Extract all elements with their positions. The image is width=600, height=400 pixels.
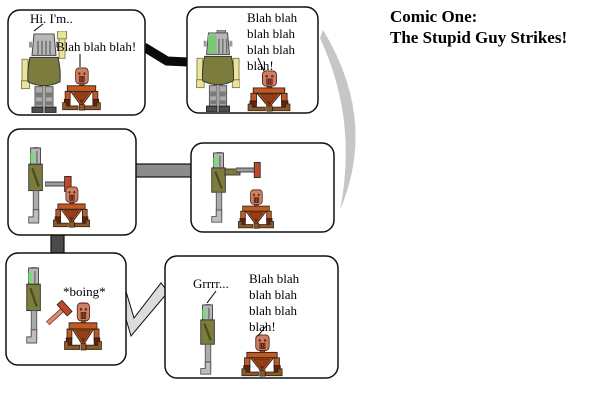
panel1-guy-speech: Hi. I'm.. <box>30 11 73 26</box>
panel6-guy-speech: Grrrr... <box>193 276 229 291</box>
panel2-robot-speech: Blah blah blah blah blah blah blah! <box>247 10 298 73</box>
speech-tail <box>206 290 217 304</box>
panel5-sound-effect: *boing* <box>63 284 106 299</box>
speech-tail <box>33 23 44 32</box>
comic-title-line1: Comic One: <box>390 7 478 26</box>
panel1-robot-speech: Blah blah blah! <box>56 39 137 54</box>
connector-panel4-panel3 <box>129 163 195 178</box>
connector-panel2-panel4-arc <box>320 30 356 210</box>
comic-title: Comic One: The Stupid Guy Strikes! <box>390 6 567 48</box>
comic-title-line2: The Stupid Guy Strikes! <box>390 28 568 47</box>
connector-panel1-panel2 <box>141 43 189 67</box>
speech-tail <box>257 325 267 337</box>
speech-tail <box>257 57 265 72</box>
panel6-robot-speech: Blah blah blah blah blah blah blah! <box>249 271 300 334</box>
panel-4 <box>190 142 335 233</box>
